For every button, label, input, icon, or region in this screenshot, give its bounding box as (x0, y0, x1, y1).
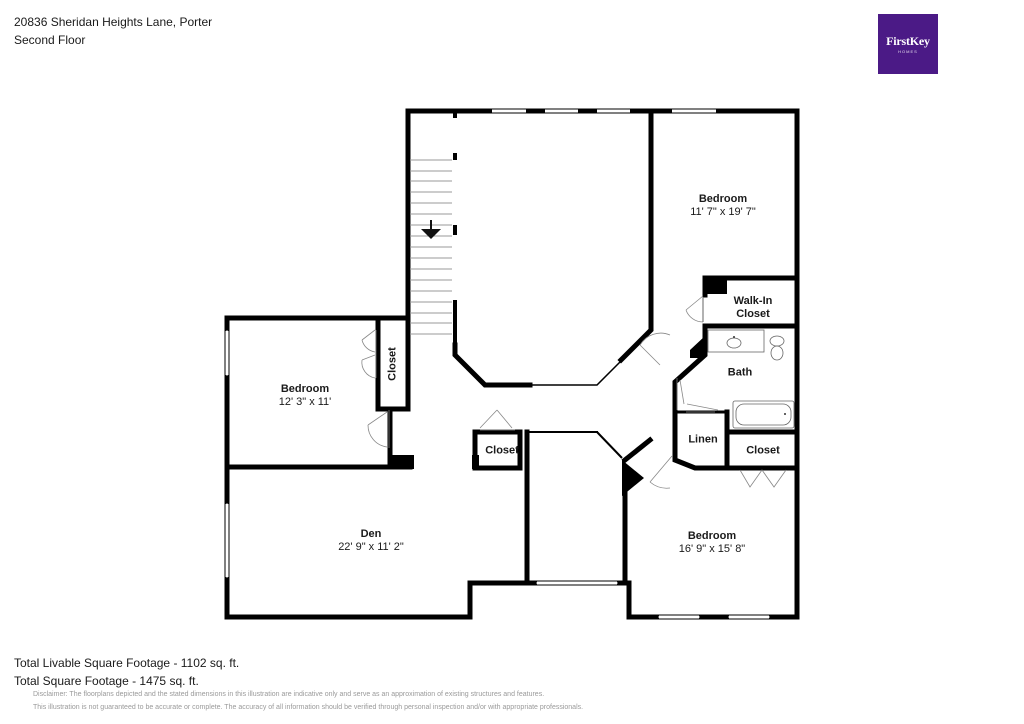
logo-brand-text: FirstKey (886, 33, 930, 48)
room-name: Walk-In Closet (733, 295, 773, 320)
room-name: Closet (746, 444, 780, 457)
room-den: Den 22' 9" x 11' 2" (338, 528, 404, 554)
room-name: Linen (688, 433, 718, 446)
room-name: Closet (386, 347, 399, 381)
room-name: Den (360, 528, 382, 540)
room-name: Closet (485, 444, 519, 457)
room-bedroom-w: Bedroom 12' 3" x 11' (279, 383, 332, 409)
room-name: Bath (727, 366, 753, 379)
property-address: 20836 Sheridan Heights Lane, Porter (14, 15, 213, 29)
room-linen: Linen (688, 434, 717, 447)
room-dimensions: 22' 9" x 11' 2" (338, 541, 404, 553)
room-name: Bedroom (687, 530, 737, 542)
brand-logo: FirstKey HOMES (878, 14, 938, 74)
down-arrow-icon (421, 220, 441, 239)
livable-square-footage: Total Livable Square Footage - 1102 sq. … (14, 656, 240, 670)
bath-fixtures (707, 329, 795, 429)
room-dimensions: 12' 3" x 11' (278, 396, 332, 408)
room-closet-se: Closet (746, 445, 780, 458)
room-dimensions: 16' 9" x 15' 8" (678, 543, 746, 555)
total-square-footage: Total Square Footage - 1475 sq. ft. (14, 674, 199, 688)
disclaimer-line-2: This illustration is not guaranteed to b… (33, 704, 584, 711)
room-bedroom-se: Bedroom 16' 9" x 15' 8" (679, 530, 745, 556)
room-closet-hall: Closet (485, 445, 519, 458)
room-walk-in-closet: Walk-In Closet (729, 295, 777, 321)
room-closet-w: Closet (387, 347, 400, 381)
room-dimensions: 11' 7" x 19' 7" (690, 206, 756, 218)
disclaimer-line-1: Disclaimer: The floorplans depicted and … (33, 691, 545, 698)
room-bath: Bath (728, 367, 752, 380)
logo-sub-text: HOMES (898, 48, 918, 54)
staircase (410, 159, 452, 335)
room-name: Bedroom (698, 193, 748, 205)
room-bedroom-ne: Bedroom 11' 7" x 19' 7" (690, 193, 756, 219)
room-name: Bedroom (280, 383, 330, 395)
floor-label: Second Floor (14, 33, 86, 47)
